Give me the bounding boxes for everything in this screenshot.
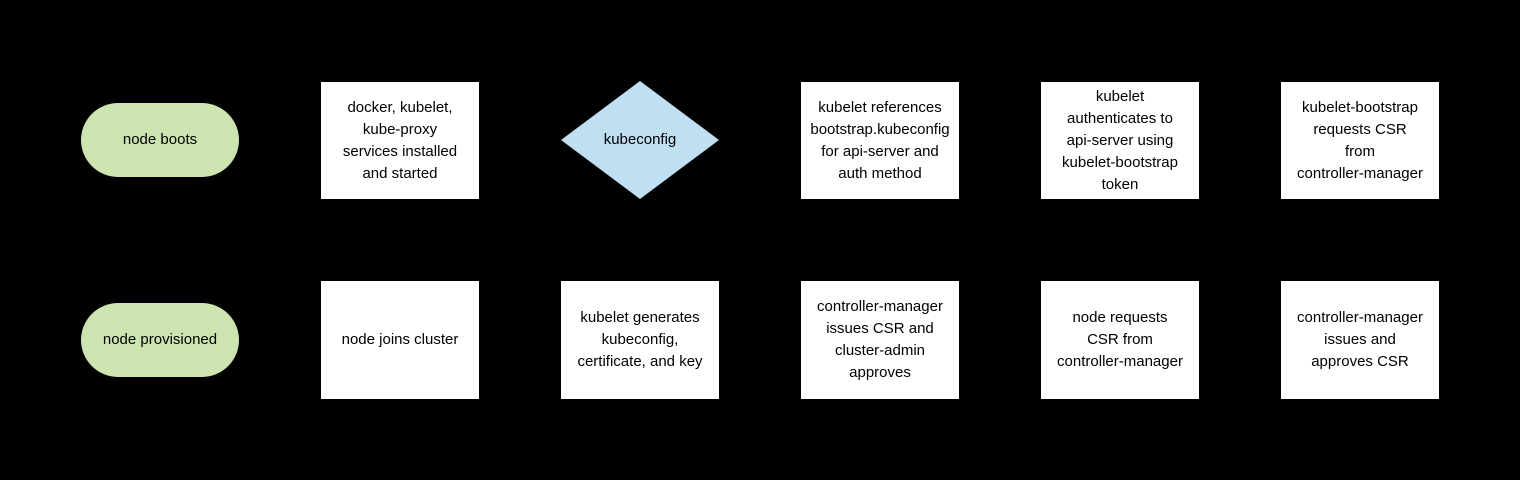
- flow-node-kubelet-bootstrap-requests-csr[interactable]: kubelet-bootstrap requests CSR from cont…: [1281, 82, 1439, 199]
- flow-node-kubelet-authenticates[interactable]: kubelet authenticates to api-server usin…: [1041, 82, 1199, 199]
- flow-node-services-installed[interactable]: docker, kubelet, kube-proxy services ins…: [321, 82, 479, 199]
- flow-node-label: controller-manager issues and approves C…: [1297, 309, 1423, 370]
- flow-node-node-boots[interactable]: node boots: [81, 103, 239, 177]
- flow-node-label: kubeconfig: [603, 131, 677, 148]
- flow-node-label: node provisioned: [102, 331, 218, 348]
- flow-node-kubeconfig[interactable]: kubeconfig: [561, 81, 719, 199]
- flow-node-label: node requests CSR from controller-manage…: [1057, 309, 1183, 370]
- flow-node-label: kubelet generates kubeconfig, certificat…: [577, 309, 703, 370]
- flow-node-label: node joins cluster: [341, 331, 459, 348]
- flow-node-label: node boots: [122, 131, 198, 148]
- flow-node-node-requests-csr[interactable]: node requests CSR from controller-manage…: [1041, 281, 1199, 399]
- flow-node-label: kubelet authenticates to api-server usin…: [1062, 87, 1178, 193]
- flow-node-label: controller-manager issues CSR and cluste…: [817, 298, 943, 381]
- flow-node-label: docker, kubelet, kube-proxy services ins…: [342, 98, 458, 182]
- flow-node-node-joins-cluster[interactable]: node joins cluster: [321, 281, 479, 399]
- flow-node-kubelet-references-bootstrap[interactable]: kubelet references bootstrap.kubeconfig …: [801, 82, 959, 199]
- flow-node-label: kubelet-bootstrap requests CSR from cont…: [1297, 98, 1423, 182]
- flow-node-controller-manager-issues-approves[interactable]: controller-manager issues and approves C…: [1281, 281, 1439, 399]
- flow-node-controller-manager-issues-csr[interactable]: controller-manager issues CSR and cluste…: [801, 281, 959, 399]
- flow-node-node-provisioned[interactable]: node provisioned: [81, 303, 239, 377]
- flow-node-label: kubelet references bootstrap.kubeconfig …: [810, 98, 950, 182]
- flow-node-kubelet-generates-kubeconfig[interactable]: kubelet generates kubeconfig, certificat…: [561, 281, 719, 399]
